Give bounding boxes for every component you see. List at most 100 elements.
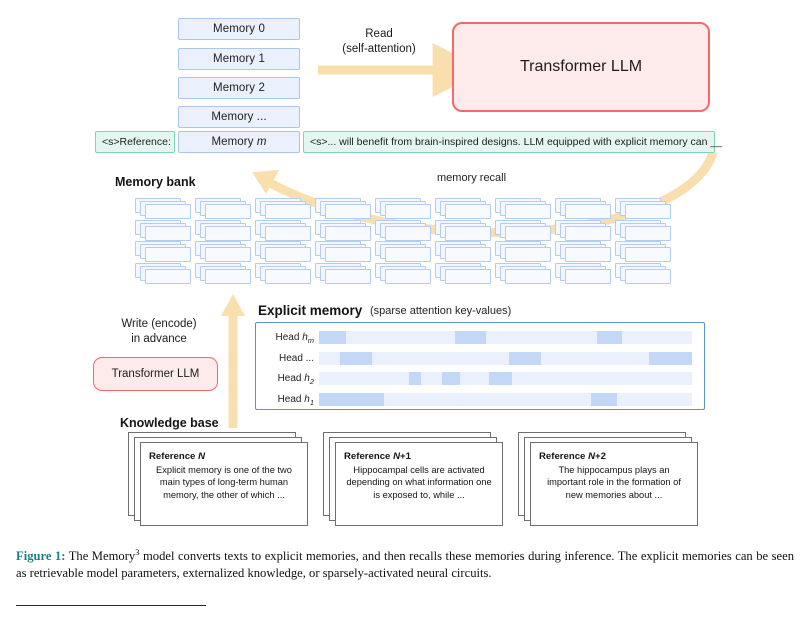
reference-card-text: Hippocampal cells are activated dependin… bbox=[346, 464, 492, 500]
write-arrow bbox=[221, 294, 245, 428]
memory-box-m[interactable]: Memory m bbox=[178, 131, 300, 153]
memory-card-front bbox=[565, 225, 611, 241]
memory-bank-item bbox=[495, 198, 557, 219]
head-track bbox=[319, 351, 692, 365]
head-label: Head hm bbox=[275, 332, 315, 345]
key-value-segment bbox=[442, 372, 460, 385]
memory-card-front bbox=[385, 204, 431, 219]
memory-bank-item bbox=[375, 262, 437, 284]
memory-bank-item bbox=[135, 262, 197, 284]
context-sentence-tag[interactable]: <s>... will benefit from brain-inspired … bbox=[303, 131, 722, 153]
memory-box-ellipsis[interactable]: Memory ... bbox=[178, 106, 300, 128]
caption-superscript: 3 bbox=[135, 547, 140, 557]
memory-card-front bbox=[625, 268, 671, 284]
transformer-llm-read[interactable]: Transformer LLM bbox=[452, 22, 710, 112]
memory-bank-item bbox=[555, 241, 617, 262]
reference-card-2[interactable]: Reference N+2 The hippocampus plays an i… bbox=[518, 432, 700, 528]
memory-recall-label: memory recall bbox=[437, 172, 507, 184]
memory-bank-item bbox=[435, 262, 497, 284]
memory-card-front bbox=[505, 268, 551, 284]
memory-card-front bbox=[505, 225, 551, 241]
reference-card-text: The hippocampus plays an important role … bbox=[547, 464, 681, 500]
memory-card-front bbox=[445, 225, 491, 241]
memory-bank-item bbox=[615, 241, 677, 262]
memory-bank-item bbox=[195, 241, 257, 262]
memory-bank-item bbox=[375, 241, 437, 262]
memory-card-front bbox=[205, 204, 251, 219]
memory-bank-item bbox=[315, 219, 377, 241]
key-value-segment bbox=[339, 351, 373, 365]
sheet-front bbox=[140, 442, 308, 526]
memory-card-front bbox=[265, 225, 311, 241]
memory-box-m-label: Memory m bbox=[211, 136, 267, 148]
memory-box-2[interactable]: Memory 2 bbox=[178, 77, 300, 99]
memory-card-front bbox=[265, 268, 311, 284]
memory-bank-item bbox=[435, 198, 497, 219]
memory-bank-item bbox=[135, 198, 197, 219]
key-value-segment bbox=[509, 351, 541, 365]
memory-card-front bbox=[565, 247, 611, 262]
memory-bank-item bbox=[375, 219, 437, 241]
reference-card-title: Reference N+2 bbox=[539, 451, 606, 462]
key-value-segment bbox=[649, 351, 692, 365]
explicit-memory-subtitle: (sparse attention key-values) bbox=[370, 305, 512, 317]
memory-bank-item bbox=[555, 219, 617, 241]
key-value-segment bbox=[319, 392, 385, 406]
memory-bank-item bbox=[495, 241, 557, 262]
memory-bank-item bbox=[615, 262, 677, 284]
reference-card-0[interactable]: Reference N Explicit memory is one of th… bbox=[128, 432, 310, 528]
memory-card-front bbox=[565, 268, 611, 284]
memory-bank-item bbox=[615, 198, 677, 219]
memory-bank-item bbox=[255, 198, 317, 219]
memory-bank-item bbox=[195, 219, 257, 241]
memory-card-front bbox=[385, 268, 431, 284]
knowledge-base-label: Knowledge base bbox=[120, 416, 219, 430]
reference-card-title: Reference N+1 bbox=[344, 451, 411, 462]
key-value-segment bbox=[408, 372, 421, 385]
memory-card-front bbox=[265, 204, 311, 219]
read-label: Read (self-attention) bbox=[342, 28, 416, 55]
memory-card-front bbox=[205, 247, 251, 262]
write-label: Write (encode) in advance bbox=[121, 318, 197, 345]
explicit-memory-title: Explicit memory bbox=[258, 303, 363, 318]
head-label: Head h1 bbox=[277, 393, 314, 407]
memory-card-front bbox=[445, 204, 491, 219]
memory-card-front bbox=[625, 225, 671, 241]
key-value-segment bbox=[596, 331, 623, 344]
memory-card-front bbox=[625, 247, 671, 262]
transformer-llm-write[interactable]: Transformer LLM bbox=[93, 357, 218, 391]
reference-card-title: Reference N bbox=[149, 451, 205, 462]
memory-bank-label: Memory bank bbox=[115, 175, 196, 189]
reference-card-1[interactable]: Reference N+1 Hippocampal cells are acti… bbox=[323, 432, 505, 528]
memory-box-1[interactable]: Memory 1 bbox=[178, 48, 300, 70]
memory-card-front bbox=[145, 225, 191, 241]
sheet-front bbox=[335, 442, 503, 526]
memory-box-0[interactable]: Memory 0 bbox=[178, 18, 300, 40]
memory-card-front bbox=[505, 204, 551, 219]
head-label: Head ... bbox=[278, 352, 314, 364]
memory-card-front bbox=[145, 247, 191, 262]
memory-bank-item bbox=[255, 241, 317, 262]
memory-bank-item bbox=[195, 198, 257, 219]
key-value-segment bbox=[488, 372, 512, 385]
memory-card-front bbox=[145, 204, 191, 219]
caption-text-2: model converts texts to explicit memorie… bbox=[16, 549, 794, 580]
reference-tag[interactable]: <s>Reference: bbox=[95, 131, 175, 153]
memory-bank-item bbox=[495, 219, 557, 241]
footnote-rule bbox=[16, 605, 206, 606]
caption-text-1: The Memory bbox=[65, 549, 136, 564]
memory-bank-item bbox=[135, 219, 197, 241]
reference-card-text: Explicit memory is one of the two main t… bbox=[156, 464, 292, 500]
memory-bank-item bbox=[615, 219, 677, 241]
memory-bank-item bbox=[555, 198, 617, 219]
memory-bank-item bbox=[195, 262, 257, 284]
memory-card-front bbox=[145, 268, 191, 284]
memory-bank-item bbox=[255, 262, 317, 284]
memory-bank-item bbox=[435, 241, 497, 262]
memory-bank-item bbox=[135, 241, 197, 262]
key-value-segment bbox=[455, 331, 486, 344]
memory-bank-item bbox=[375, 198, 437, 219]
memory-card-front bbox=[445, 247, 491, 262]
memory-card-front bbox=[445, 268, 491, 284]
